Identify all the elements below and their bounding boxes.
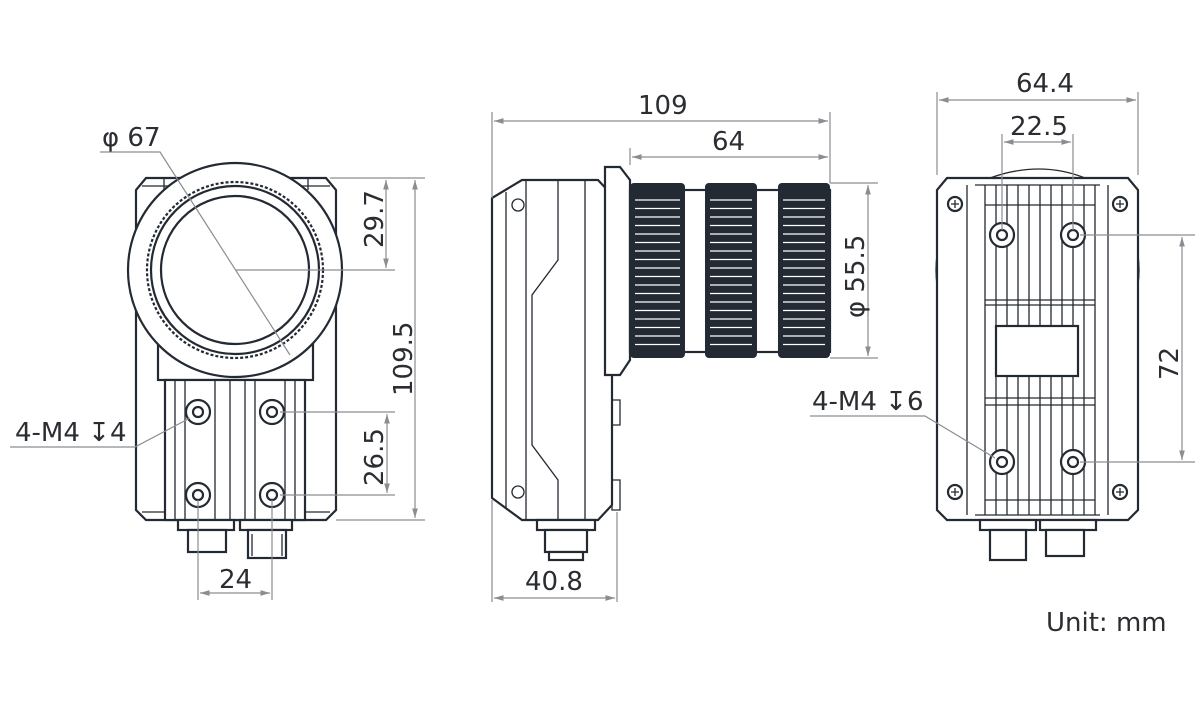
front-mount-holes-label: 4-M4 ↧4: [15, 418, 127, 448]
front-view: φ 67 29.7 109.5 26.5 24 4-M4 ↧4: [10, 123, 425, 600]
back-connectors: [978, 518, 1098, 562]
back-hole-hspacing-label: 22.5: [1010, 112, 1068, 142]
mount-hole-icon: [988, 448, 1016, 476]
back-overall-width-label: 64.4: [1016, 69, 1074, 99]
front-overall-height-label: 109.5: [389, 322, 419, 396]
side-lens-knurled-bands: [630, 183, 830, 358]
lens-grip-band: [630, 183, 685, 358]
front-connectors: [176, 518, 294, 560]
side-overall-length-label: 109: [638, 91, 688, 121]
unit-label: Unit: mm: [1046, 608, 1167, 638]
side-lens-diameter-label: φ 55.5: [841, 235, 871, 318]
side-lens-flange: [603, 165, 632, 377]
lens-grip-band: [778, 183, 830, 358]
side-body-outline: [490, 178, 614, 522]
lens-grip-band: [705, 183, 757, 358]
back-mount-holes-label: 4-M4 ↧6: [812, 387, 924, 417]
back-status-window: [994, 324, 1080, 378]
side-lens-length-label: 64: [712, 127, 745, 157]
side-view: 109 64 φ 55.5 40.8: [490, 91, 878, 602]
front-hole-vspacing-label: 26.5: [360, 428, 390, 486]
side-body-depth-label: 40.8: [525, 567, 583, 597]
back-hole-vspacing-label: 72: [1155, 347, 1185, 380]
back-view: 64.4 22.5 72 4-M4 ↧6: [810, 69, 1195, 562]
front-lens-offset-label: 29.7: [360, 190, 390, 248]
front-hole-hspacing-label: 24: [219, 565, 252, 595]
side-connector: [535, 518, 597, 562]
mount-hole-icon: [184, 398, 212, 426]
front-lens-diameter-label: φ 67: [102, 123, 161, 153]
